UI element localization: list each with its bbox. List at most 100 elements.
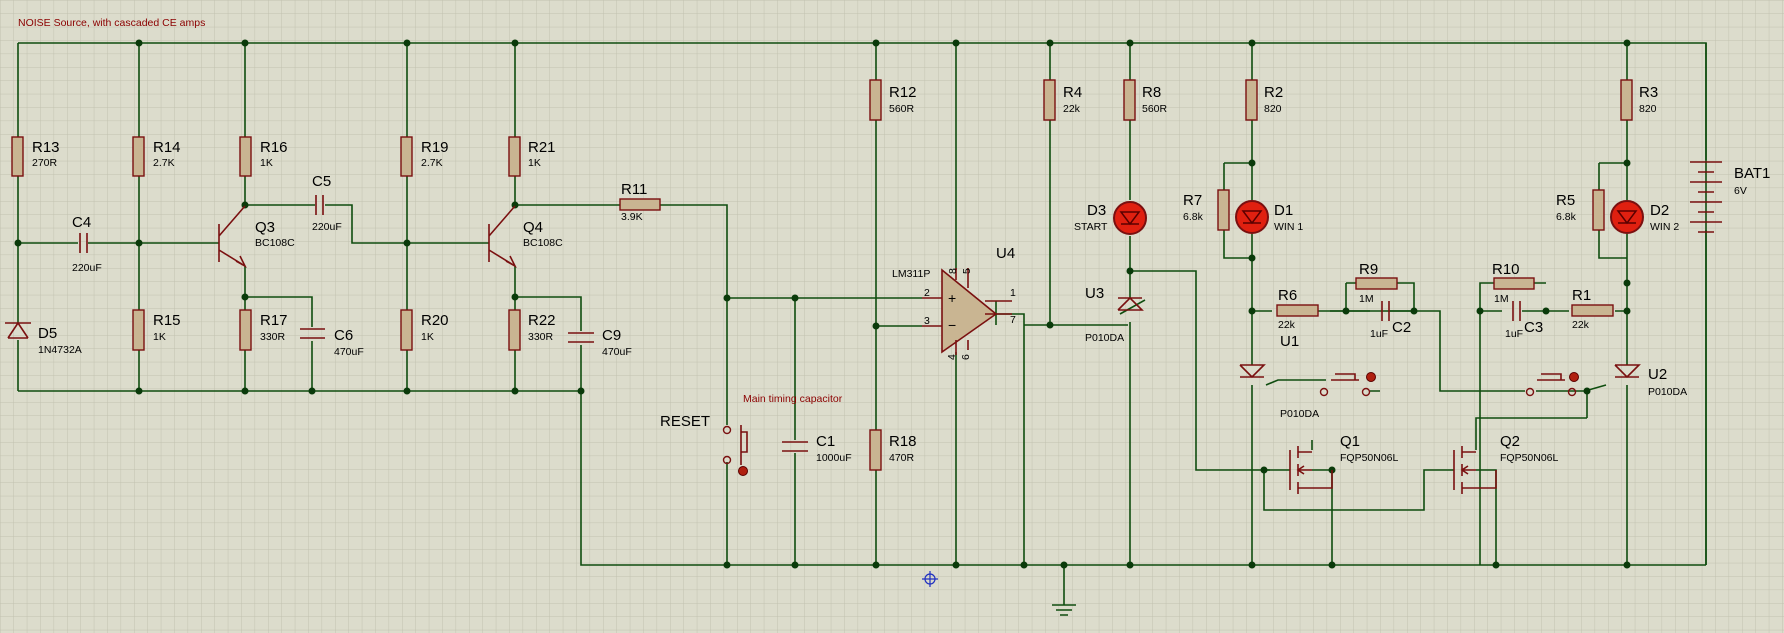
sheet-title: NOISE Source, with cascaded CE amps xyxy=(18,17,205,29)
junctions xyxy=(14,39,1631,569)
svg-text:R7: R7 xyxy=(1183,192,1202,209)
svg-text:D1: D1 xyxy=(1274,202,1293,219)
opamp-u4[interactable]: + − U4 LM311P 2 3 8 5 4 6 1 7 xyxy=(892,245,1016,360)
svg-text:1M: 1M xyxy=(1494,293,1509,305)
svg-text:820: 820 xyxy=(1264,103,1282,115)
svg-text:2: 2 xyxy=(924,287,930,299)
svg-text:560R: 560R xyxy=(889,103,915,115)
svg-text:R3: R3 xyxy=(1639,84,1658,101)
resistor-r5[interactable]: R56.8k xyxy=(1556,189,1605,231)
svg-text:1K: 1K xyxy=(260,157,273,169)
svg-text:2.7K: 2.7K xyxy=(153,157,175,169)
resistor-r12[interactable]: R12 560R xyxy=(869,79,917,121)
svg-text:1K: 1K xyxy=(153,331,166,343)
svg-text:WIN 2: WIN 2 xyxy=(1650,221,1679,233)
svg-text:RESET: RESET xyxy=(660,413,710,430)
svg-text:R2: R2 xyxy=(1264,84,1283,101)
svg-text:−: − xyxy=(948,317,956,333)
pushbutton-win2[interactable] xyxy=(1525,372,1579,397)
svg-text:R17: R17 xyxy=(260,312,288,329)
capacitor-c4[interactable]: C4 220uF xyxy=(72,214,102,274)
svg-text:5: 5 xyxy=(961,268,973,274)
svg-text:+: + xyxy=(948,290,956,306)
svg-text:BC108C: BC108C xyxy=(523,237,563,249)
svg-text:4: 4 xyxy=(946,354,958,360)
svg-text:8: 8 xyxy=(947,268,959,274)
svg-text:C1: C1 xyxy=(816,433,835,450)
svg-text:Q2: Q2 xyxy=(1500,433,1520,450)
svg-text:U1: U1 xyxy=(1280,333,1299,350)
svg-text:BAT1: BAT1 xyxy=(1734,165,1770,182)
pushbutton-win1[interactable] xyxy=(1319,372,1376,397)
svg-text:3: 3 xyxy=(924,315,930,327)
svg-text:C4: C4 xyxy=(72,214,91,231)
svg-text:1K: 1K xyxy=(421,331,434,343)
resistor-r11[interactable]: R11 3.9K xyxy=(619,181,661,223)
resistor-r7[interactable]: R7 6.8k xyxy=(1183,189,1230,231)
svg-text:220uF: 220uF xyxy=(72,262,102,274)
svg-text:P010DA: P010DA xyxy=(1085,332,1124,344)
svg-text:7: 7 xyxy=(1010,314,1016,326)
svg-text:1M: 1M xyxy=(1359,293,1374,305)
svg-text:R15: R15 xyxy=(153,312,181,329)
svg-text:330R: 330R xyxy=(528,331,554,343)
svg-text:WIN 1: WIN 1 xyxy=(1274,221,1303,233)
svg-text:FQP50N06L: FQP50N06L xyxy=(1500,452,1559,464)
svg-text:R11: R11 xyxy=(621,181,647,198)
svg-text:R18: R18 xyxy=(889,433,917,450)
svg-text:R12: R12 xyxy=(889,84,917,101)
crosshair-marker xyxy=(922,571,938,587)
svg-text:6.8k: 6.8k xyxy=(1556,211,1577,223)
svg-text:FQP50N06L: FQP50N06L xyxy=(1340,452,1399,464)
svg-text:1K: 1K xyxy=(528,157,541,169)
svg-text:D5: D5 xyxy=(38,325,57,342)
svg-text:LM311P: LM311P xyxy=(892,268,930,280)
svg-text:6.8k: 6.8k xyxy=(1183,211,1204,223)
reset-switch[interactable]: RESET xyxy=(660,413,748,476)
svg-text:BC108C: BC108C xyxy=(255,237,295,249)
svg-text:C5: C5 xyxy=(312,173,331,190)
svg-text:C6: C6 xyxy=(334,327,353,344)
svg-text:P010DA: P010DA xyxy=(1648,386,1687,398)
wires xyxy=(17,42,1707,605)
svg-text:3.9K: 3.9K xyxy=(621,211,643,223)
